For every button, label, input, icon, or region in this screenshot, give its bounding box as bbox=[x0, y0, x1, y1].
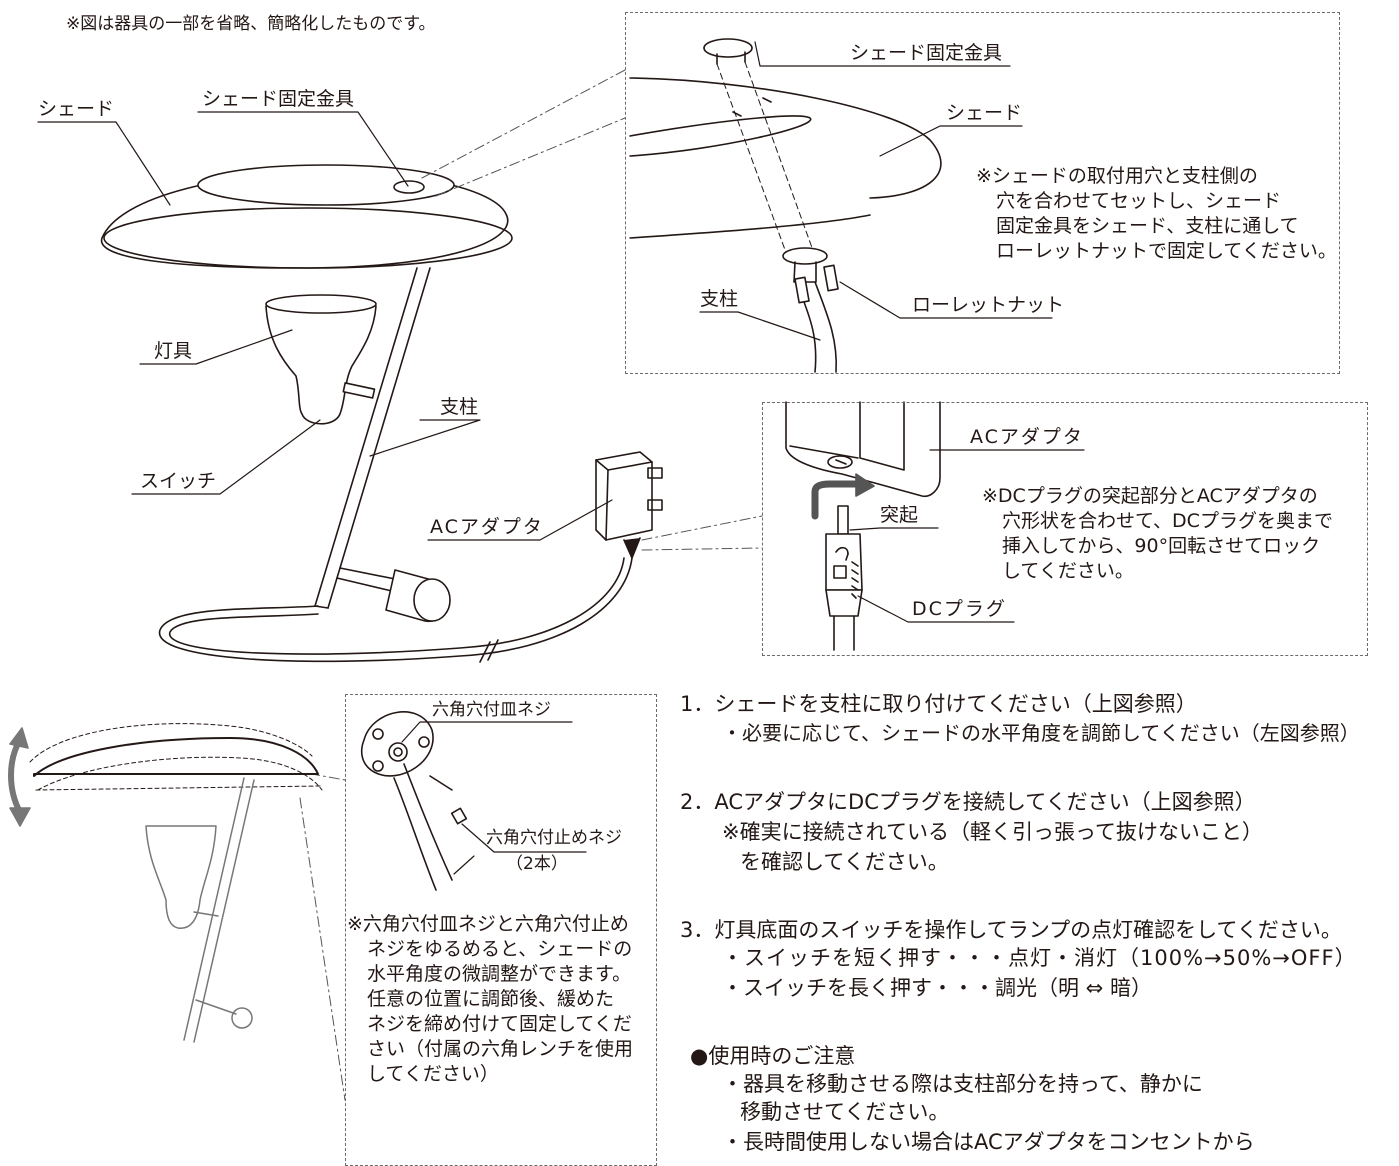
label-detail-shade: シェード bbox=[946, 102, 1023, 124]
header-note: ※図は器具の一部を省略、簡略化したものです。 bbox=[66, 14, 436, 34]
shade-note-line-2: 穴を合わせてセットし、シェード bbox=[996, 190, 1282, 212]
step-2: 2．ACアダプタにDCプラグを接続してください（上図参照） bbox=[680, 790, 1256, 814]
adapter-detail-drawing bbox=[785, 401, 1085, 651]
adapter-note-line-3: 挿入してから、90°回転させてロック bbox=[1002, 535, 1321, 557]
angle-side-view-drawing bbox=[8, 723, 323, 1043]
angle-note-line-6: さい（付属の六角レンチを使用 bbox=[367, 1038, 634, 1060]
adapter-detail-box bbox=[762, 402, 1368, 656]
connector-lines bbox=[289, 69, 763, 1101]
lamp-body-drawing bbox=[265, 294, 377, 425]
label-detail-bracket: シェード固定金具 bbox=[850, 42, 1003, 64]
label-shade-bracket: シェード固定金具 bbox=[202, 88, 355, 110]
step-2-sub-2: を確認してください。 bbox=[740, 850, 949, 874]
shade-detail-drawing bbox=[629, 38, 1053, 373]
angle-note-line-4: 任意の位置に調節後、緩めた bbox=[367, 988, 615, 1010]
counterweight-drawing bbox=[385, 569, 451, 623]
step-3: 3．灯具底面のスイッチを操作してランプの点灯確認をしてください。 bbox=[680, 918, 1342, 942]
step-1: 1．シェードを支柱に取り付けてください（上図参照） bbox=[680, 692, 1197, 716]
caution-1a: ・器具を移動させる際は支柱部分を持って、静かに bbox=[722, 1072, 1203, 1096]
label-switch: スイッチ bbox=[140, 470, 217, 492]
label-flat-screw: 六角穴付皿ネジ bbox=[432, 700, 551, 720]
label-detail-adapter: ACアダプタ bbox=[970, 426, 1084, 448]
label-lamp-body: 灯具 bbox=[154, 340, 193, 362]
label-set-screw: 六角穴付止めネジ bbox=[486, 828, 622, 848]
label-protrusion: 突起 bbox=[880, 504, 919, 526]
label-dc-plug: DCプラグ bbox=[912, 598, 1007, 620]
label-shade: シェード bbox=[38, 98, 115, 120]
angle-note-line-3: 水平角度の微調整ができます。 bbox=[367, 963, 632, 985]
label-set-screw-qty: （2本） bbox=[506, 854, 568, 874]
adapter-drawing bbox=[595, 451, 663, 559]
label-knurled-nut: ローレットナット bbox=[912, 294, 1065, 316]
main-leader-lines bbox=[37, 111, 613, 541]
lamp-pole-drawing bbox=[314, 267, 431, 609]
label-detail-pole: 支柱 bbox=[700, 288, 739, 310]
shade-note-line-1: ※シェードの取付用穴と支柱側の bbox=[976, 165, 1258, 187]
caution-title: ●使用時のご注意 bbox=[690, 1044, 856, 1068]
step-3-sub-2: ・スイッチを長く押す・・・調光（明 ⇔ 暗） bbox=[722, 976, 1152, 1000]
step-2-sub-1: ※確実に接続されている（軽く引っ張って抜けないこと） bbox=[722, 820, 1263, 844]
angle-detail-drawing bbox=[360, 711, 587, 891]
angle-note-line-1: ※六角穴付皿ネジと六角穴付止め bbox=[347, 913, 629, 935]
shade-detail-box bbox=[625, 12, 1340, 374]
step-1-sub: ・必要に応じて、シェードの水平角度を調節してください（左図参照） bbox=[722, 721, 1360, 745]
adapter-note-line-1: ※DCプラグの突起部分とACアダプタの bbox=[982, 485, 1318, 507]
angle-note-line-2: ネジをゆるめると、シェードの bbox=[367, 938, 633, 960]
angle-note-line-7: してください） bbox=[367, 1063, 499, 1085]
shade-note-line-4: ローレットナットで固定してください。 bbox=[996, 240, 1337, 262]
lamp-cord-drawing bbox=[158, 557, 633, 663]
adapter-note-line-2: 穴形状を合わせて、DCプラグを奥まで bbox=[1002, 510, 1333, 532]
caution-1b: 移動させてください。 bbox=[740, 1100, 950, 1124]
label-pole: 支柱 bbox=[440, 396, 479, 418]
shade-drawing bbox=[100, 164, 513, 269]
angle-note-line-5: ネジを締め付けて固定してくだ bbox=[367, 1013, 632, 1035]
step-3-sub-1: ・スイッチを短く押す・・・点灯・消灯（100%→50%→OFF） bbox=[722, 946, 1357, 970]
label-ac-adapter: ACアダプタ bbox=[430, 516, 544, 538]
caution-2: ・長時間使用しない場合はACアダプタをコンセントから bbox=[722, 1130, 1255, 1154]
adapter-note-line-4: してください。 bbox=[1002, 560, 1134, 582]
shade-note-line-3: 固定金具をシェード、支柱に通して bbox=[996, 215, 1299, 237]
